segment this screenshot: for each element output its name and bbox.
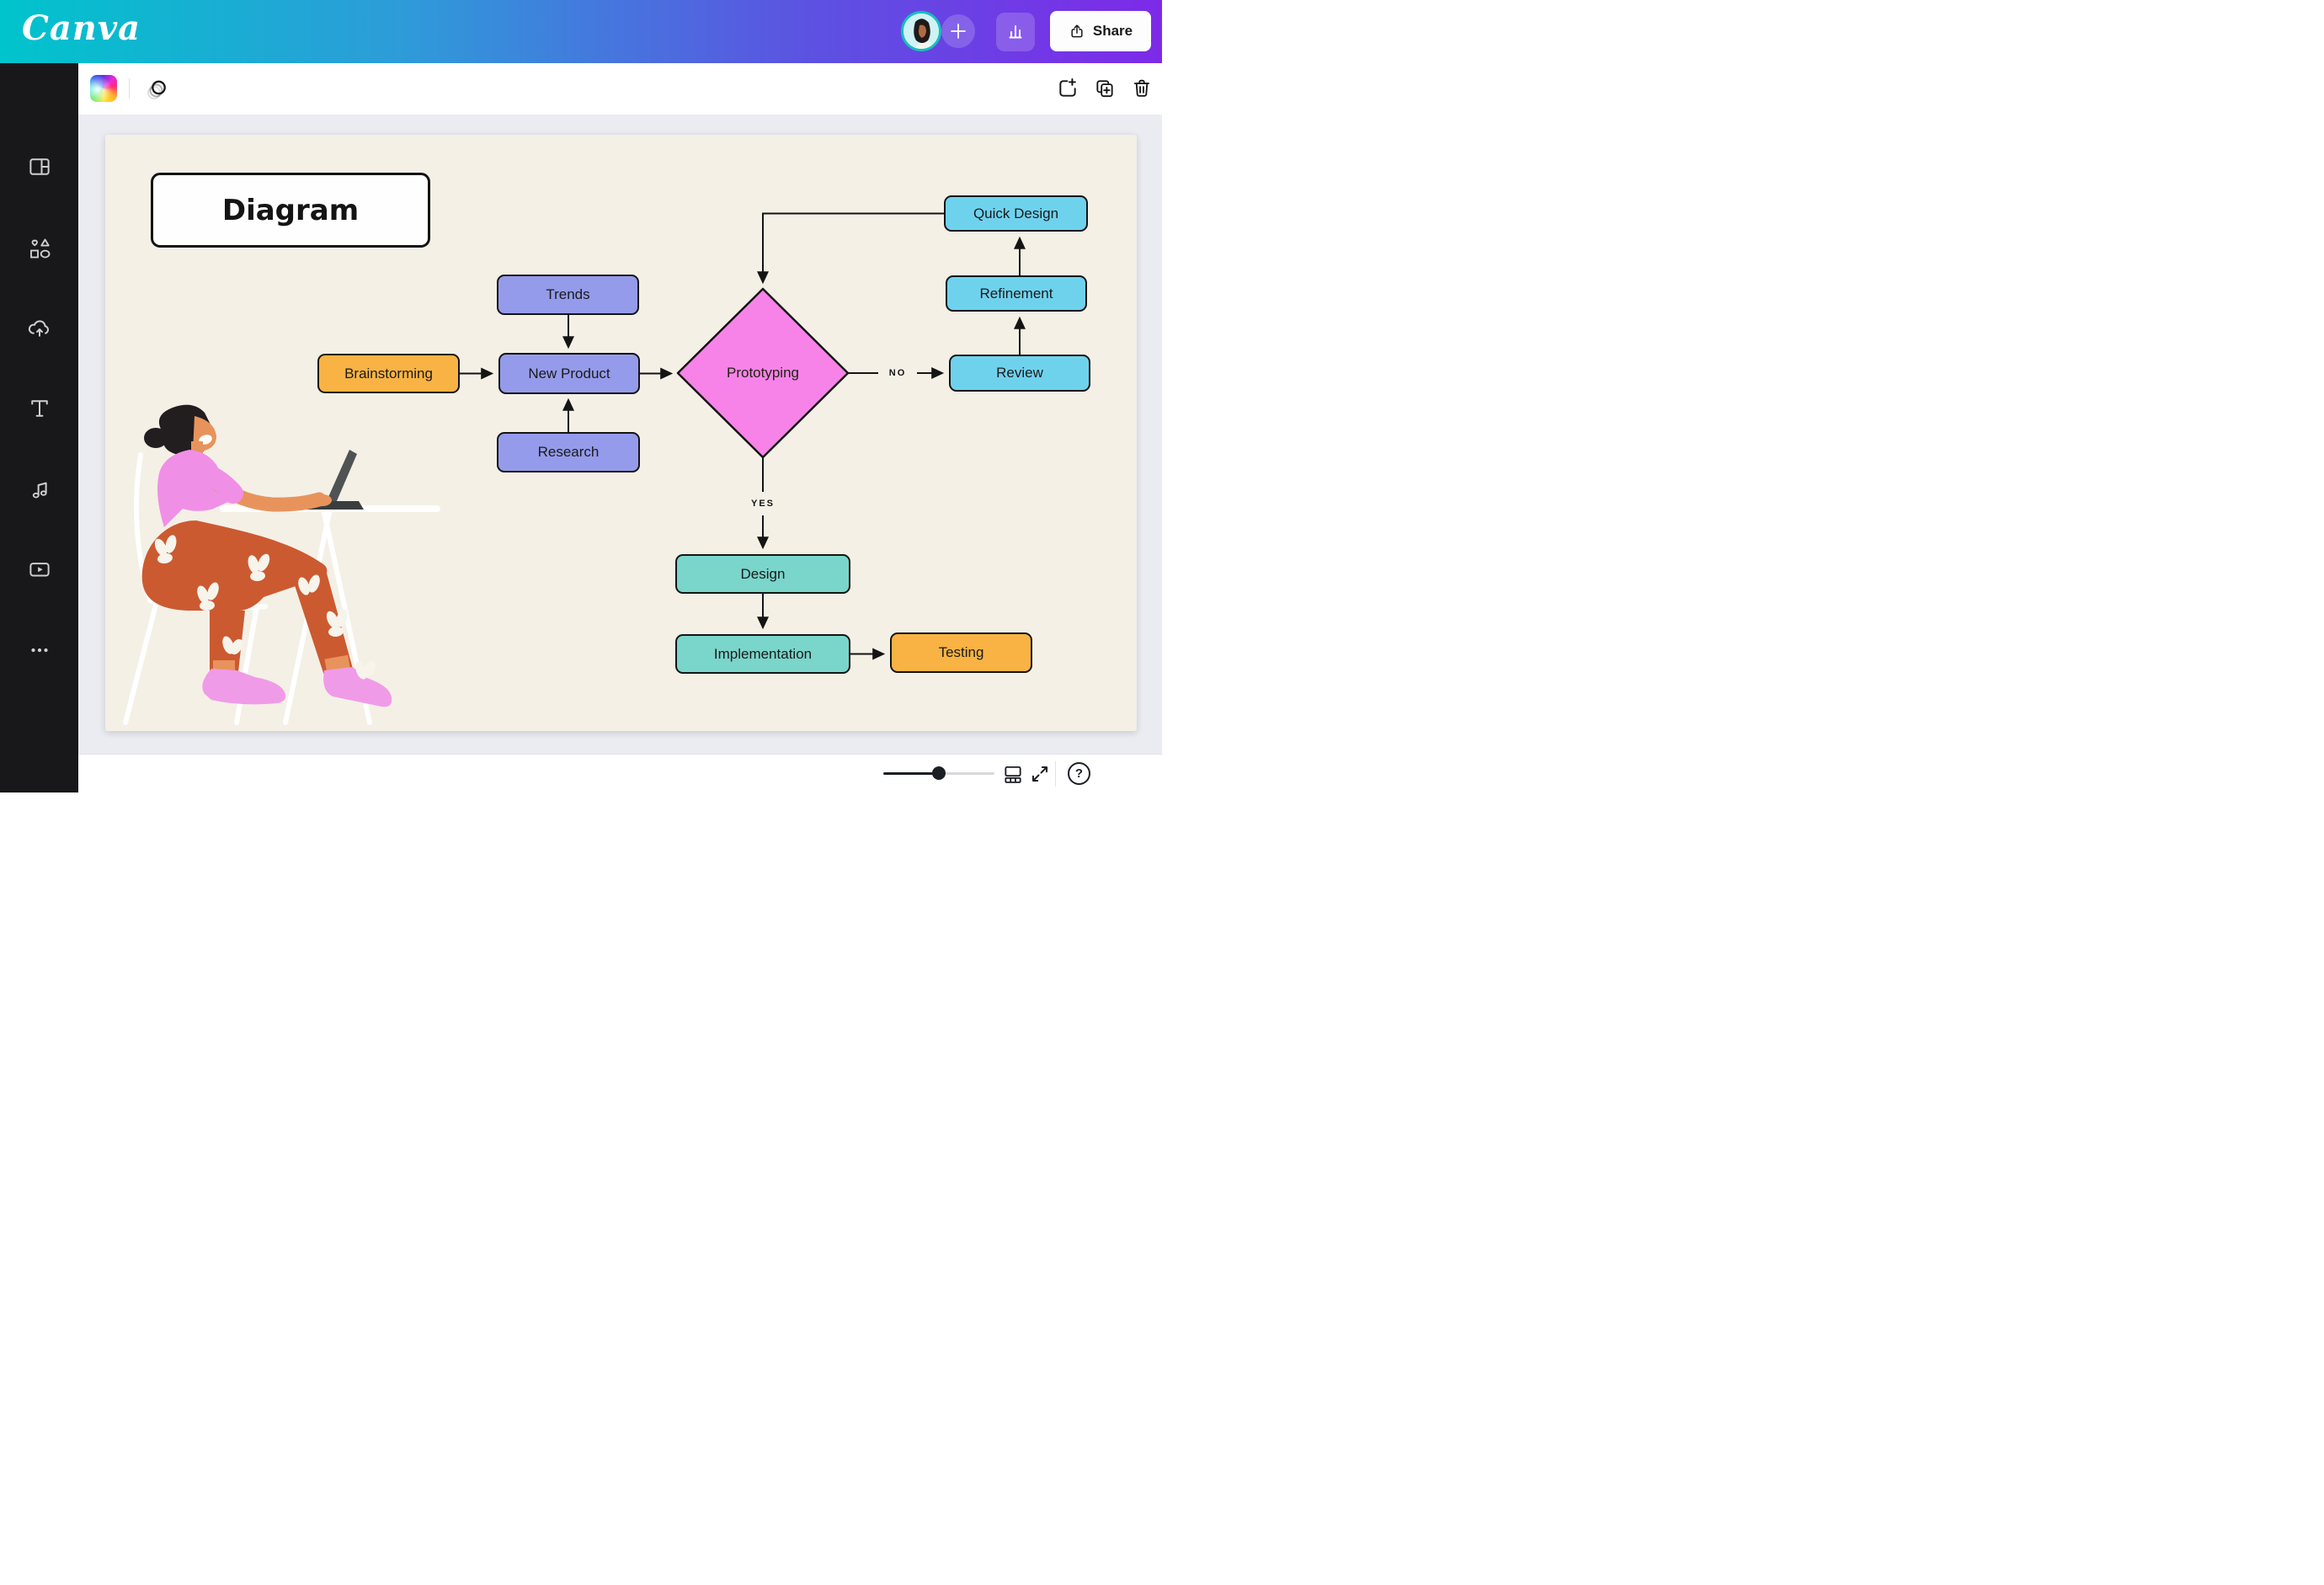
help-glyph: ? (1074, 766, 1084, 781)
zoom-slider-track (939, 772, 994, 775)
sidebar-item-uploads[interactable] (27, 316, 52, 341)
node-implementation[interactable]: Implementation (675, 634, 850, 674)
workspace: Diagram Trends New Product Research Brai… (78, 115, 1162, 754)
delete-page-button[interactable] (1131, 77, 1153, 99)
canva-app-window: Canva Share (0, 0, 1162, 792)
templates-icon (29, 158, 50, 175)
bottombar-divider (1055, 761, 1056, 787)
topbar: Canva Share (0, 0, 1162, 63)
insights-button[interactable] (996, 13, 1035, 51)
share-button[interactable]: Share (1050, 11, 1151, 51)
canva-logo[interactable]: Canva (22, 8, 141, 48)
sidebar (0, 63, 78, 792)
trash-icon (1133, 79, 1150, 97)
bar-chart-icon (1009, 25, 1022, 39)
edge-label-yes: YES (750, 499, 776, 509)
cloud-upload-icon (28, 320, 49, 337)
node-testing[interactable]: Testing (890, 632, 1032, 673)
sidebar-item-more[interactable] (27, 638, 52, 663)
edge-label-no: NO (888, 368, 907, 378)
duplicate-page-icon (1096, 80, 1113, 98)
share-upload-icon (1071, 24, 1083, 38)
toolbar-divider (129, 78, 130, 99)
zoom-slider-knob[interactable] (932, 766, 946, 780)
animate-icon (147, 80, 166, 99)
pages-grid-icon (1005, 766, 1021, 783)
node-refinement[interactable]: Refinement (946, 275, 1087, 312)
node-trends[interactable]: Trends (497, 275, 639, 315)
node-design[interactable]: Design (675, 554, 850, 594)
floral-pattern (154, 535, 376, 680)
expand-icon (1031, 766, 1048, 782)
help-button[interactable]: ? (1068, 762, 1090, 785)
color-picker-button[interactable] (90, 75, 117, 102)
node-brainstorming[interactable]: Brainstorming (317, 354, 460, 393)
bottombar: ? (78, 754, 1162, 792)
user-avatar[interactable] (901, 11, 941, 51)
node-quick-design[interactable]: Quick Design (944, 195, 1088, 232)
sidebar-item-videos[interactable] (27, 557, 52, 582)
node-review[interactable]: Review (949, 355, 1090, 392)
flow-arrows (460, 212, 1026, 660)
node-new-product[interactable]: New Product (498, 353, 640, 394)
duplicate-page-button[interactable] (1094, 77, 1116, 99)
laptop-screen (325, 450, 357, 509)
music-note-icon (32, 482, 47, 499)
avatar-photo (903, 13, 939, 49)
toolbar (78, 63, 1162, 115)
fullscreen-button[interactable] (1029, 763, 1051, 785)
sidebar-item-templates[interactable] (27, 154, 52, 179)
sidebar-item-text[interactable] (27, 396, 52, 421)
node-research[interactable]: Research (497, 432, 640, 472)
add-page-icon (1059, 77, 1076, 97)
share-label: Share (1092, 23, 1133, 39)
node-prototyping-shape (676, 287, 850, 459)
person-illustration[interactable] (112, 403, 440, 727)
add-page-button[interactable] (1057, 77, 1079, 99)
canvas-page[interactable]: Diagram Trends New Product Research Brai… (105, 135, 1137, 731)
diagram-title-box[interactable]: Diagram (151, 173, 430, 248)
ellipsis-icon (31, 648, 48, 653)
zoom-slider-track-filled (883, 772, 939, 775)
pages-view-button[interactable] (1002, 763, 1024, 785)
zoom-slider[interactable] (883, 766, 994, 780)
add-design-button[interactable] (941, 14, 975, 48)
sidebar-item-elements[interactable] (27, 236, 52, 261)
text-icon (31, 400, 48, 417)
video-icon (29, 563, 50, 577)
animate-button[interactable] (144, 77, 169, 102)
node-prototyping-label[interactable]: Prototyping (727, 365, 799, 381)
sidebar-item-audio[interactable] (27, 477, 52, 502)
diagram-title: Diagram (221, 193, 360, 227)
plus-icon (951, 24, 966, 39)
elements-icon (30, 238, 51, 259)
